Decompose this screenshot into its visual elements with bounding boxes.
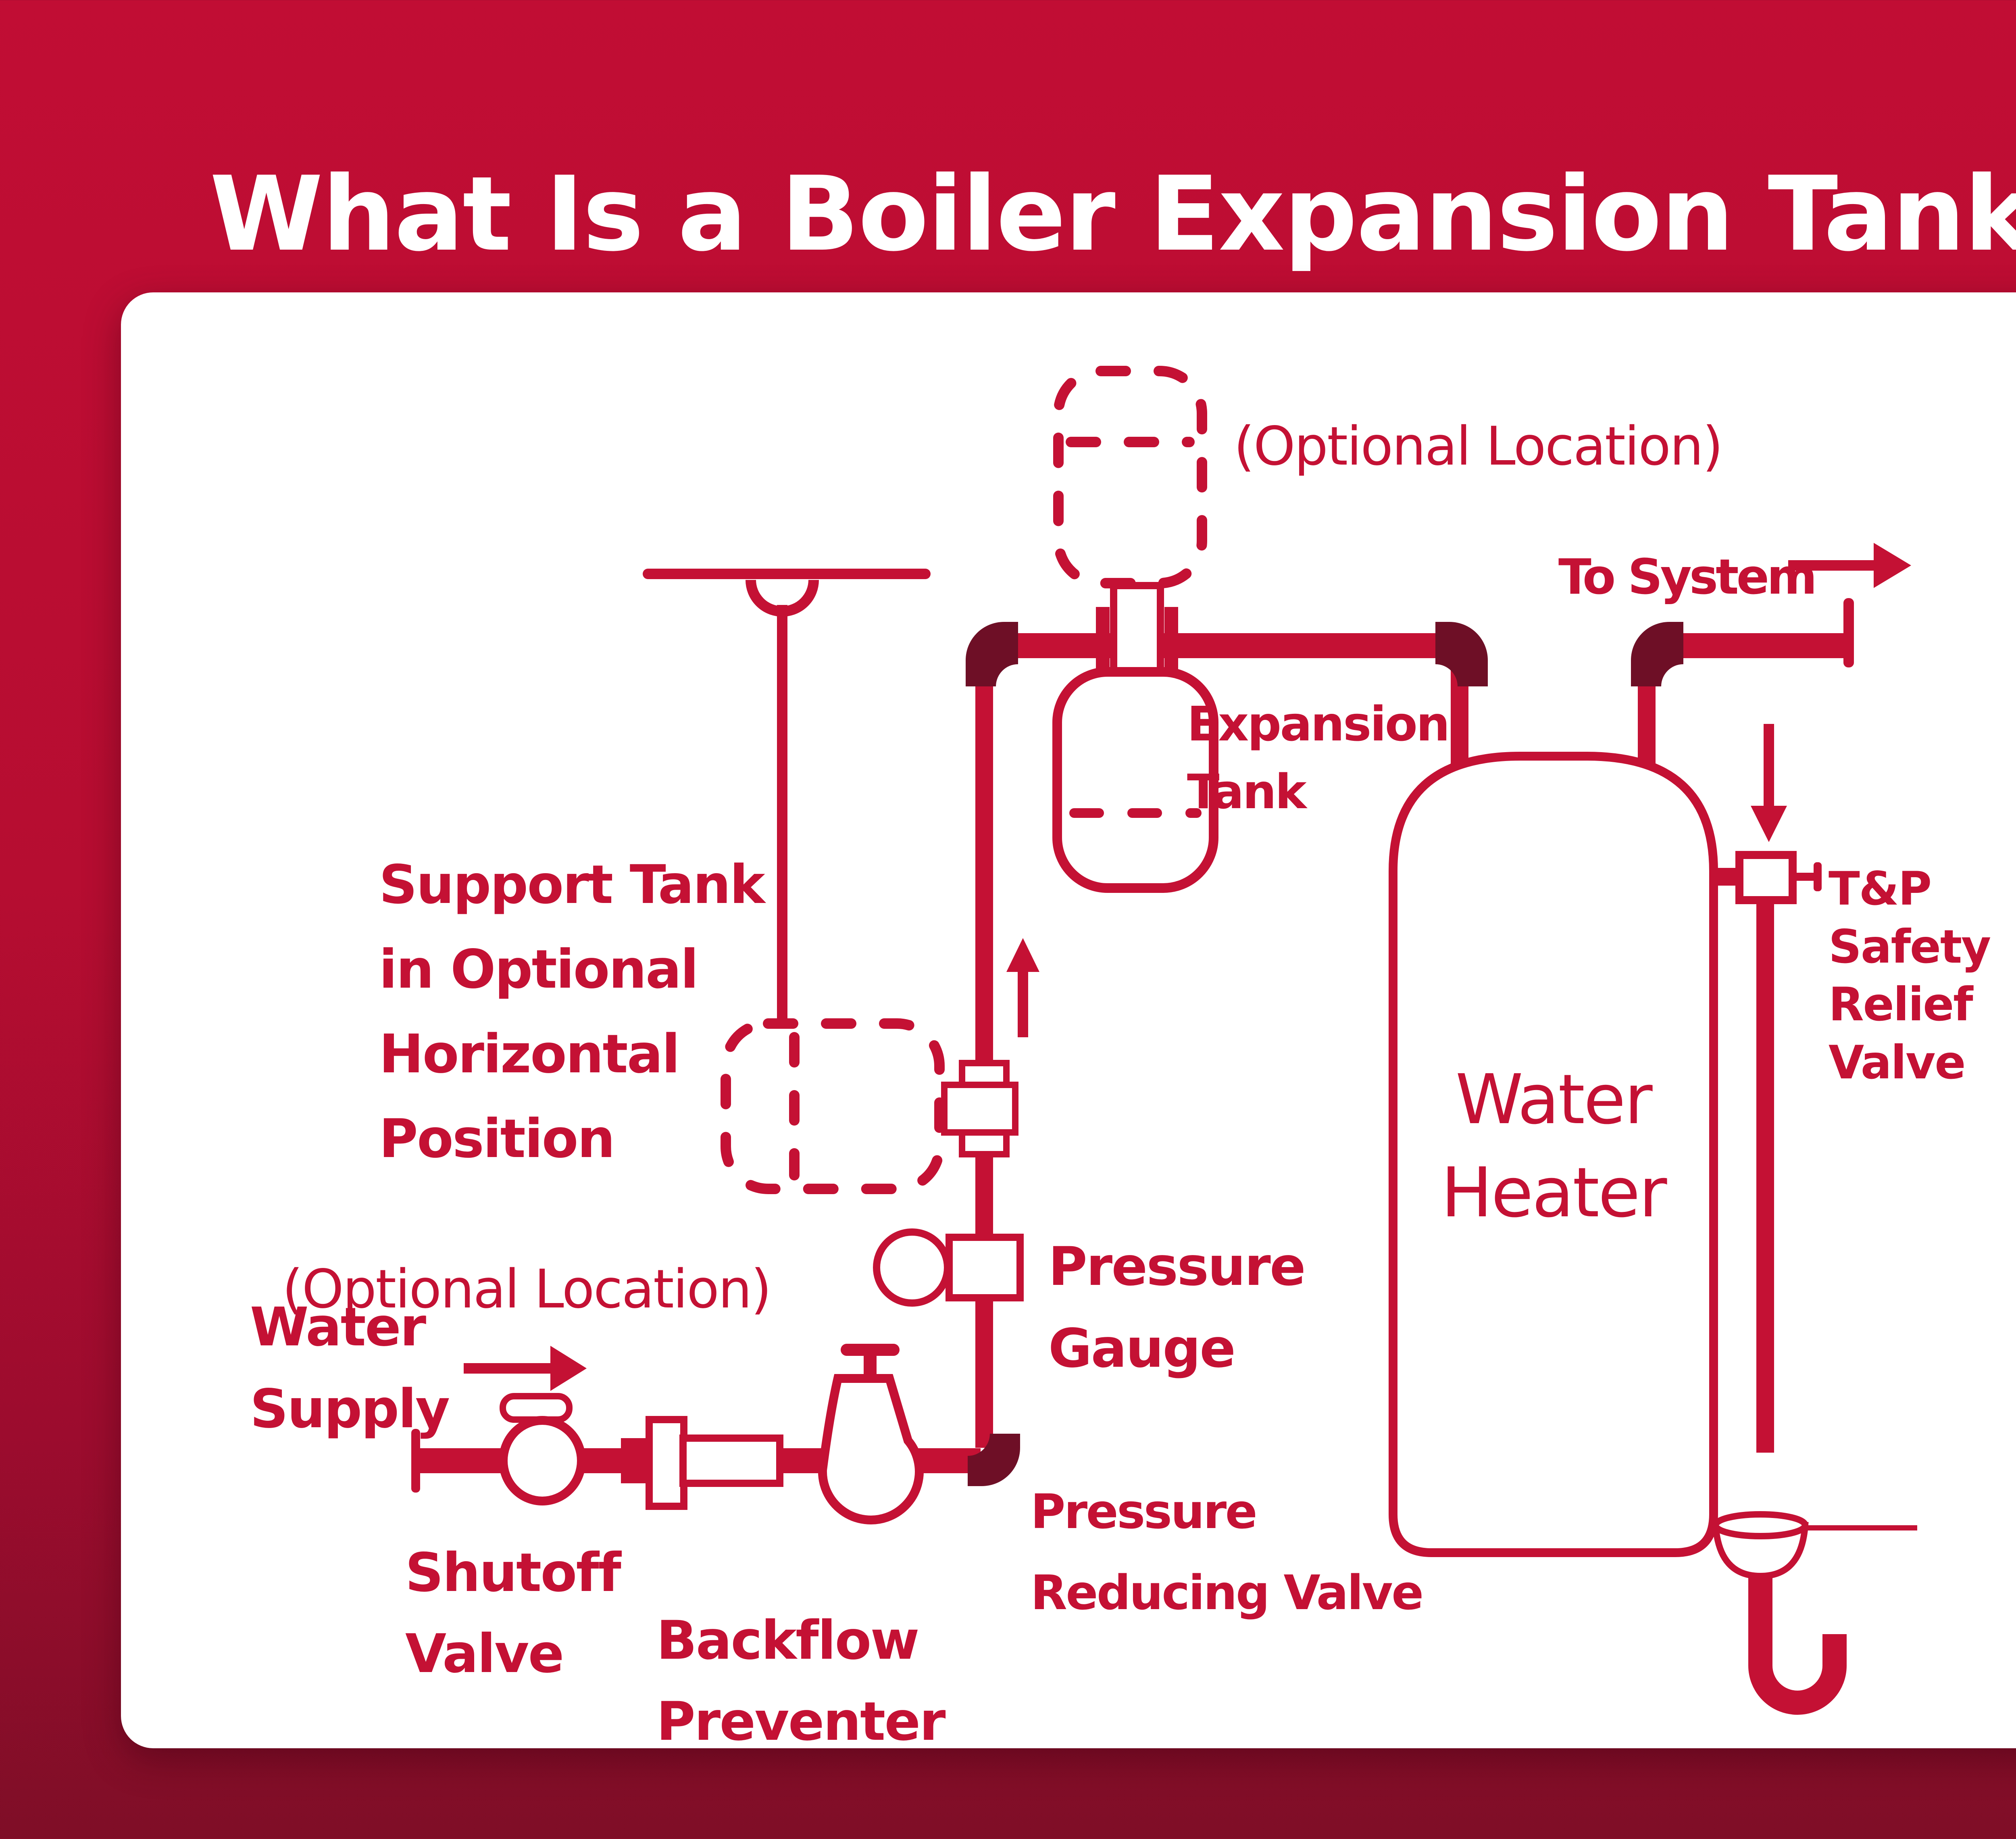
label-to-system: To System <box>1558 549 1817 605</box>
label-pressure-gauge: Pressure Gauge <box>1048 1236 1306 1380</box>
pipe-end-cap <box>1843 598 1854 667</box>
label-shutoff-valve: Shutoff Valve <box>405 1542 621 1685</box>
riser-union-fitting-icon <box>941 1060 1018 1157</box>
label-tp-safety-relief-valve: T&P Safety Relief Valve <box>1829 862 1991 1089</box>
flow-arrows <box>464 543 1911 1391</box>
elbow-bottom-icon <box>968 1434 1020 1486</box>
expansion-tank-icon <box>1052 667 1218 893</box>
supply-end-cap <box>411 1429 420 1493</box>
shutoff-valve-icon <box>499 1393 586 1505</box>
riser-pipe <box>975 655 993 1448</box>
optional-tank-top-icon <box>1053 366 1207 588</box>
label-optional-location-left: (Optional Location) <box>282 1258 772 1320</box>
tp-drain-pipe <box>1756 899 1774 1453</box>
top-pipe <box>990 633 1466 658</box>
water-supply-arrow-icon <box>464 1346 587 1391</box>
elbow-top-left-icon <box>966 622 1018 686</box>
pressure-gauge-icon <box>873 1228 1024 1307</box>
label-water-supply: Water Supply <box>250 1296 450 1441</box>
label-pressure-reducing-valve: Pressure Reducing Valve <box>1031 1484 1424 1620</box>
backflow-preventer-icon <box>621 1416 783 1510</box>
riser-up-arrow-icon <box>1006 938 1039 1037</box>
label-backflow-preventer: Backflow Preventer <box>656 1610 946 1753</box>
water-heater-icon <box>1389 752 1718 1557</box>
pipe-elbows <box>966 622 1683 1486</box>
pressure-reducing-valve-icon <box>818 1344 924 1524</box>
page-title: What Is a Boiler Expansion Tank? <box>210 154 2016 274</box>
label-support-tank: Support Tank in Optional Horizontal Posi… <box>379 854 765 1170</box>
tp-down-arrow-icon <box>1751 724 1787 842</box>
label-water-heater: Water Heater <box>1441 1060 1667 1233</box>
ceiling-support-icon <box>643 569 931 1027</box>
elbow-top-right-icon <box>1435 622 1488 686</box>
to-system-pipe <box>1673 633 1844 658</box>
to-system-arrow-icon <box>1788 543 1911 588</box>
tp-safety-relief-valve-icon <box>1713 851 1822 904</box>
elbow-outlet-icon <box>1631 622 1683 686</box>
drain-funnel-icon <box>1712 1511 1847 1715</box>
label-expansion-tank: Expansion Tank <box>1187 696 1450 819</box>
label-optional-location-top: (Optional Location) <box>1234 415 1723 477</box>
optional-tank-horizontal-icon <box>721 1018 945 1194</box>
